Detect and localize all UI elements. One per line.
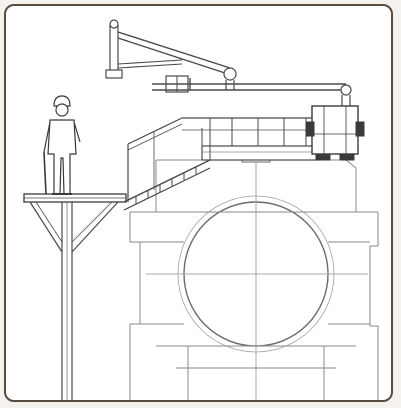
diagram-frame: [4, 4, 393, 402]
access-gangway: [123, 117, 321, 211]
operator-platform: [23, 193, 127, 400]
loading-arm: [105, 19, 352, 106]
tank-car: [129, 145, 379, 400]
coupler-head: [305, 105, 365, 161]
operator-figure: [43, 95, 81, 195]
loading-arm-diagram: [23, 19, 379, 400]
